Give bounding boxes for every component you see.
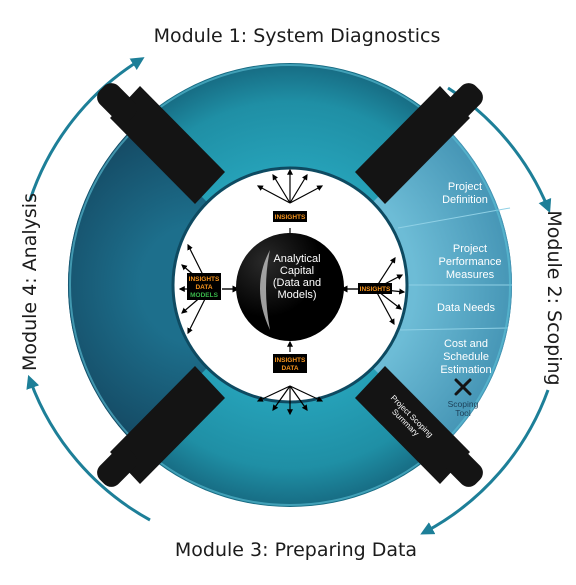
tag-top: INSIGHTS	[273, 211, 307, 222]
module-2-label: Module 2: Scoping	[543, 210, 565, 385]
tag-left-insights: INSIGHTS	[189, 276, 220, 283]
tag-left-data: DATA	[195, 284, 212, 291]
insight-tags: INSIGHTSINSIGHTSINSIGHTSDATAINSIGHTSDATA…	[187, 211, 392, 373]
tag-left-models: MODELS	[190, 292, 218, 299]
strap-top-right	[355, 86, 470, 204]
tag-top-insights: INSIGHTS	[275, 214, 306, 221]
tag-bottom-insights: INSIGHTS	[275, 357, 306, 364]
module-3-label: Module 3: Preparing Data	[175, 539, 417, 561]
module-1-label: Module 1: System Diagnostics	[154, 25, 441, 47]
ring-segment-analysis	[67, 128, 208, 442]
tag-right: INSIGHTS	[358, 283, 392, 294]
module-labels: Module 1: System Diagnostics Module 2: S…	[19, 25, 565, 561]
strap-bottom-right	[355, 366, 470, 484]
strap-top-left	[110, 86, 225, 204]
tag-right-insights: INSIGHTS	[360, 286, 391, 293]
cycle-arrow-bottom-right	[420, 389, 550, 535]
ring-straps	[97, 83, 483, 487]
cycle-arrows	[26, 57, 552, 535]
strap-bottom-left	[110, 366, 225, 484]
cycle-arrow-bottom-left	[26, 374, 151, 522]
scoping-item-3: Data Needs	[437, 302, 496, 314]
wrench-icon	[454, 378, 472, 396]
cycle-arrow-top-left	[28, 57, 145, 201]
module-4-label: Module 4: Analysis	[19, 193, 41, 371]
tag-bottom-data: DATA	[281, 365, 298, 372]
